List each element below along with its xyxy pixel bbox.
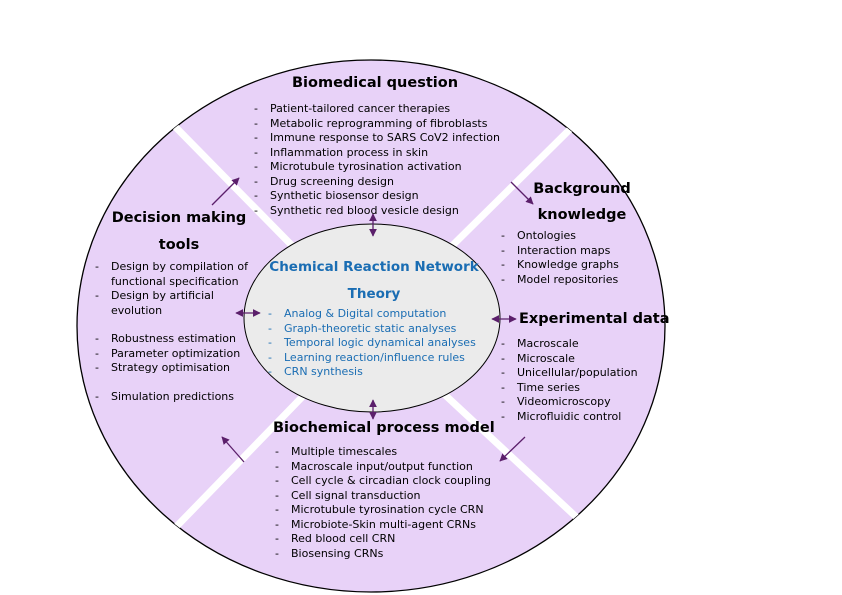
list-item: Patient-tailored cancer therapies	[252, 102, 500, 117]
decision-title-line2: tools	[158, 237, 200, 253]
decision-list: Design by compilation of functional spec…	[93, 260, 261, 404]
list-item: Simulation predictions	[93, 390, 261, 405]
background-list: Ontologies Interaction maps Knowledge gr…	[499, 229, 619, 287]
list-item: Synthetic red blood vesicle design	[252, 204, 500, 219]
arrow-background-in	[510, 181, 534, 205]
list-item: Cell signal transduction	[273, 489, 491, 504]
list-item: Metabolic reprogramming of fibroblasts	[252, 117, 500, 132]
background-title-line2: knowledge	[537, 207, 627, 223]
list-item: Microtubule tyrosination cycle CRN	[273, 503, 491, 518]
list-item: Time series	[499, 381, 638, 396]
list-item: Microbiote-Skin multi-agent CRNs	[273, 518, 491, 533]
arrow-experimental-to-biochemical	[499, 436, 526, 462]
list-item: Graph-theoretic static analyses	[266, 322, 476, 337]
list-item: Unicellular/population	[499, 366, 638, 381]
list-item: Analog & Digital computation	[266, 307, 476, 322]
decision-title-line1: Decision making	[111, 210, 247, 226]
list-item: Cell cycle & circadian clock coupling	[273, 474, 491, 489]
biochemical-list: Multiple timescales Macroscale input/out…	[273, 445, 491, 561]
experimental-title: Experimental data	[519, 311, 670, 327]
list-item: Drug screening design	[252, 175, 500, 190]
list-item: Inflammation process in skin	[252, 146, 500, 161]
list-item: Biosensing CRNs	[273, 547, 491, 562]
list-item: Ontologies	[499, 229, 619, 244]
center-title: Chemical Reaction Network Theory	[262, 254, 486, 308]
list-item: Macroscale	[499, 337, 638, 352]
center-title-line2: Theory	[347, 286, 401, 302]
list-item: Strategy optimisation	[93, 361, 261, 376]
experimental-list: Macroscale Microscale Unicellular/popula…	[499, 337, 638, 424]
background-title-line1: Background	[533, 181, 631, 197]
decision-title: Decision making tools	[110, 205, 248, 259]
list-item: Microtubule tyrosination activation	[252, 160, 500, 175]
arrow-biochemical-to-decision	[221, 436, 245, 463]
list-item: Microscale	[499, 352, 638, 367]
list-item: Parameter optimization	[93, 347, 261, 362]
list-item: CRN synthesis	[266, 365, 476, 380]
center-list: Analog & Digital computation Graph-theor…	[266, 307, 476, 380]
list-item: Red blood cell CRN	[273, 532, 491, 547]
list-item: Microfluidic control	[499, 410, 638, 425]
list-item: Learning reaction/influence rules	[266, 351, 476, 366]
center-title-line1: Chemical Reaction Network	[269, 259, 479, 275]
list-item: Interaction maps	[499, 244, 619, 259]
biomedical-list: Patient-tailored cancer therapies Metabo…	[252, 102, 500, 218]
background-title: Background knowledge	[530, 176, 634, 228]
list-item: Design by compilation of functional spec…	[93, 260, 261, 289]
list-item: Temporal logic dynamical analyses	[266, 336, 476, 351]
list-item: Knowledge graphs	[499, 258, 619, 273]
biomedical-title: Biomedical question	[292, 75, 459, 91]
list-item: Model repositories	[499, 273, 619, 288]
list-item: Videomicroscopy	[499, 395, 638, 410]
list-item: Robustness estimation	[93, 332, 261, 347]
list-item: Macroscale input/output function	[273, 460, 491, 475]
biochemical-title: Biochemical process model	[273, 420, 495, 436]
list-item: Multiple timescales	[273, 445, 491, 460]
list-item: Design by artificial evolution	[93, 289, 261, 318]
list-item: Synthetic biosensor design	[252, 189, 500, 204]
arrow-decision-to-biomedical	[211, 177, 240, 206]
list-item: Immune response to SARS CoV2 infection	[252, 131, 500, 146]
